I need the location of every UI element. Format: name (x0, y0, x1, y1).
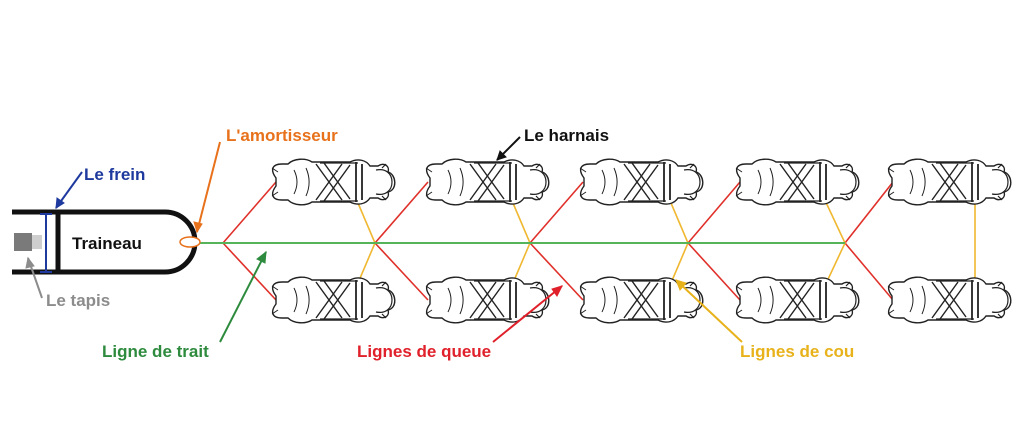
brake-label: Le frein (84, 165, 145, 184)
tugline (374, 242, 429, 301)
gangline-label: Ligne de trait (102, 342, 209, 361)
tugline (529, 242, 584, 301)
harness-label: Le harnais (524, 126, 609, 145)
sled-dog-icon (887, 158, 1012, 206)
sled-dog-icon (425, 276, 550, 324)
mat-icon-inner (32, 235, 42, 249)
tuglines (222, 181, 894, 301)
shock-absorber (179, 236, 201, 248)
mat-label: Le tapis (46, 291, 110, 310)
dog-team (271, 158, 1012, 324)
tugline (529, 181, 584, 244)
tugline (844, 242, 894, 301)
shock-label: L'amortisseur (226, 126, 338, 145)
tuglines-label: Lignes de queue (357, 342, 491, 361)
sled-dog-icon (735, 158, 860, 206)
mat-icon (14, 233, 32, 251)
sled-dog-icon (579, 158, 704, 206)
sled-label: Traineau (72, 234, 142, 253)
tugline (687, 181, 741, 244)
tugline (222, 181, 277, 244)
sled: Traineau (12, 209, 201, 275)
sled-dog-icon (425, 158, 550, 206)
necklines-label: Lignes de cou (740, 342, 854, 361)
gangline-arrow (219, 251, 267, 343)
tugline (222, 242, 277, 301)
shock-arrow (196, 141, 221, 233)
necklines-arrow (675, 279, 743, 343)
tugline (374, 181, 429, 244)
tuglines-arrow (492, 285, 563, 343)
sled-dog-icon (887, 276, 1012, 324)
sled-dog-icon (271, 276, 396, 324)
sled-dog-icon (271, 158, 396, 206)
tugline (687, 242, 741, 301)
tugline (844, 181, 894, 244)
sled-dog-icon (735, 276, 860, 324)
